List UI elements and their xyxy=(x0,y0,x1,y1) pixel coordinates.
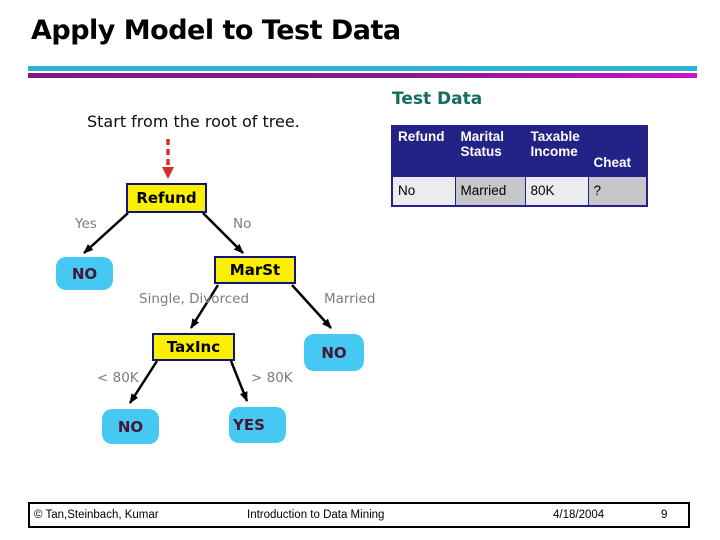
footer-box xyxy=(28,502,690,528)
col-header-taxable-income: Taxable Income xyxy=(524,125,589,177)
cell-cheat: ? xyxy=(587,176,648,207)
branch-label-lt-80k: < 80K xyxy=(97,370,139,386)
cell-taxable-income: 80K xyxy=(524,176,589,207)
leaf-node-lt80k-no: NO xyxy=(102,409,159,444)
branch-label-gt-80k: > 80K xyxy=(251,370,293,386)
branch-label-no: No xyxy=(233,216,252,232)
leaf-node-married-no: NO xyxy=(304,334,364,371)
leaf-node-refund-yes-no: NO xyxy=(56,257,113,290)
tree-node-refund: Refund xyxy=(126,183,207,213)
col-header-cheat: Cheat xyxy=(587,125,648,177)
slide-title: Apply Model to Test Data xyxy=(31,15,401,46)
tree-node-marst: MarSt xyxy=(214,256,296,284)
col-header-marital-status: Marital Status xyxy=(454,125,526,177)
footer-author: © Tan,Steinbach, Kumar xyxy=(34,509,159,521)
table-row: No Married 80K ? xyxy=(391,176,648,207)
leaf-node-gt80k-yes: YES xyxy=(229,407,286,443)
cell-refund: No xyxy=(391,176,456,207)
footer-course-title: Introduction to Data Mining xyxy=(247,509,385,521)
title-rule-magenta xyxy=(28,73,697,78)
branch-label-yes: Yes xyxy=(75,216,97,232)
tree-node-taxinc: TaxInc xyxy=(152,333,235,361)
footer-date: 4/18/2004 xyxy=(553,509,605,521)
test-data-table: Refund Marital Status Taxable Income Che… xyxy=(391,125,648,207)
table-header-row: Refund Marital Status Taxable Income Che… xyxy=(391,125,648,177)
title-rule-cyan xyxy=(28,66,697,71)
branch-label-married: Married xyxy=(324,291,376,307)
footer-page-number: 9 xyxy=(661,509,668,521)
col-header-refund: Refund xyxy=(391,125,456,177)
edge-taxinc-gt xyxy=(229,360,249,402)
branch-label-single-divorced: Single, Divorced xyxy=(139,291,250,307)
start-note: Start from the root of tree. xyxy=(87,112,300,131)
start-arrow-head-icon xyxy=(162,167,174,179)
test-data-heading: Test Data xyxy=(392,89,483,109)
cell-marital-status: Married xyxy=(454,176,526,207)
